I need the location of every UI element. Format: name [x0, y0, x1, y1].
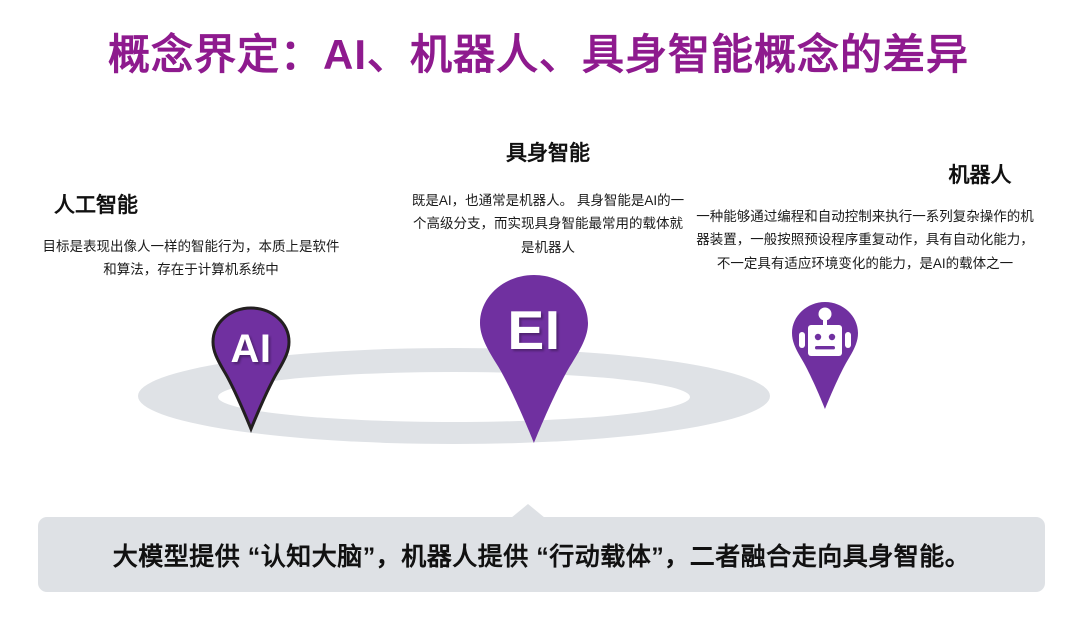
concept-heading-ei: 具身智能: [506, 142, 590, 165]
concept-body-ei: 既是AI，也通常是机器人。 具身智能是AI的一个高级分支，而实现具身智能最常用的…: [411, 193, 685, 255]
concept-block-ai: 人工智能 目标是表现出像人一样的智能行为，本质上是软件和算法，存在于计算机系统中: [36, 193, 346, 282]
concept-heading-ai: 人工智能: [54, 194, 138, 217]
concept-block-ei: 具身智能 既是AI，也通常是机器人。 具身智能是AI的一个高级分支，而实现具身智…: [408, 141, 688, 259]
map-pin-icon: [792, 302, 858, 409]
summary-banner: 大模型提供 “认知大脑”，机器人提供 “行动载体”，二者融合走向具身智能。: [38, 517, 1045, 592]
map-pin-icon: [480, 275, 588, 443]
stage-ellipse-hole: [218, 372, 690, 422]
map-pin-icon: [211, 306, 291, 434]
concept-heading-robot: 机器人: [948, 164, 1012, 187]
summary-banner-text: 大模型提供 “认知大脑”，机器人提供 “行动载体”，二者融合走向具身智能。: [112, 542, 971, 571]
map-pin-ei[interactable]: EI: [473, 272, 595, 444]
concept-block-robot: 机器人 一种能够通过编程和自动控制来执行一系列复杂操作的机器装置，一般按照预设程…: [690, 163, 1040, 275]
map-pin-ai[interactable]: AI: [207, 305, 295, 434]
concept-body-ai: 目标是表现出像人一样的智能行为，本质上是软件和算法，存在于计算机系统中: [42, 239, 340, 278]
map-pin-robot[interactable]: [787, 300, 863, 410]
banner-arrow-icon: [511, 504, 545, 518]
concept-body-robot: 一种能够通过编程和自动控制来执行一系列复杂操作的机器装置，一般按照预设程序重复动…: [696, 209, 1034, 271]
page-title: 概念界定：AI、机器人、具身智能概念的差异: [107, 31, 969, 78]
